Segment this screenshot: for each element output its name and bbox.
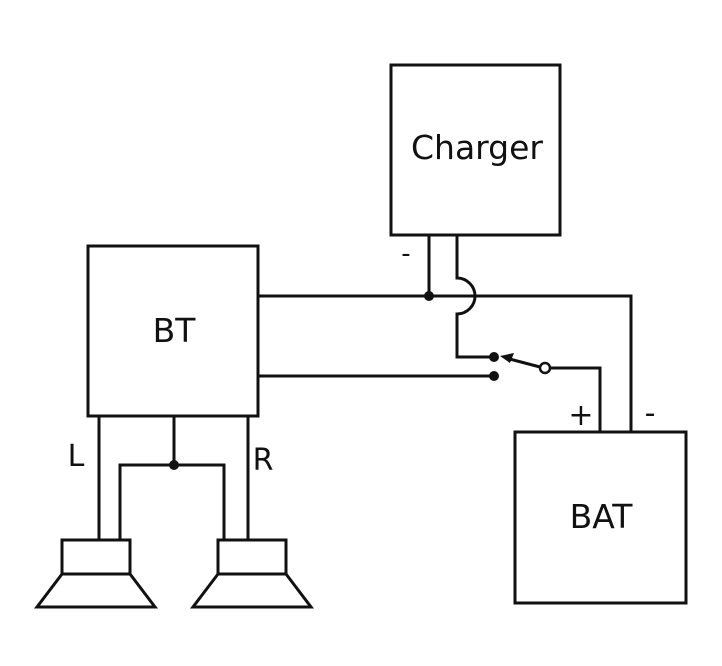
selector-switch	[489, 352, 552, 381]
junction-dot-charger	[424, 291, 434, 301]
battery-negative-label: -	[645, 396, 656, 431]
switch-arrow-icon	[500, 353, 514, 363]
right-speaker-magnet	[216, 538, 288, 576]
battery-label: BAT	[570, 497, 634, 536]
junction-dot-common	[169, 460, 179, 470]
right-channel-label: R	[253, 443, 274, 478]
right-speaker-icon	[189, 538, 315, 609]
charger-box	[389, 63, 562, 237]
left-speaker-cone	[33, 572, 159, 609]
left-speaker-magnet	[60, 538, 132, 576]
battery-positive-wire	[550, 366, 602, 432]
switch-contact-bt	[489, 371, 499, 381]
common-split-wire	[118, 463, 226, 540]
battery-block: BAT	[513, 430, 688, 605]
charger-block: Charger	[389, 63, 562, 237]
right-speaker-cone	[189, 572, 315, 609]
switch-contact-charger	[489, 352, 499, 362]
bt-box	[86, 244, 260, 418]
left-speaker-icon	[33, 538, 159, 609]
bt-label: BT	[153, 311, 197, 350]
switch-pivot	[538, 361, 552, 375]
charger-label: Charger	[411, 128, 543, 167]
charger-positive-lead-hop	[455, 235, 494, 359]
charger-negative-label: -	[401, 239, 410, 269]
battery-positive-label: +	[568, 398, 593, 433]
bt-block: BT	[86, 244, 260, 418]
negative-rail-wire	[258, 294, 633, 432]
left-channel-label: L	[68, 439, 85, 474]
switch-arm	[505, 356, 541, 369]
